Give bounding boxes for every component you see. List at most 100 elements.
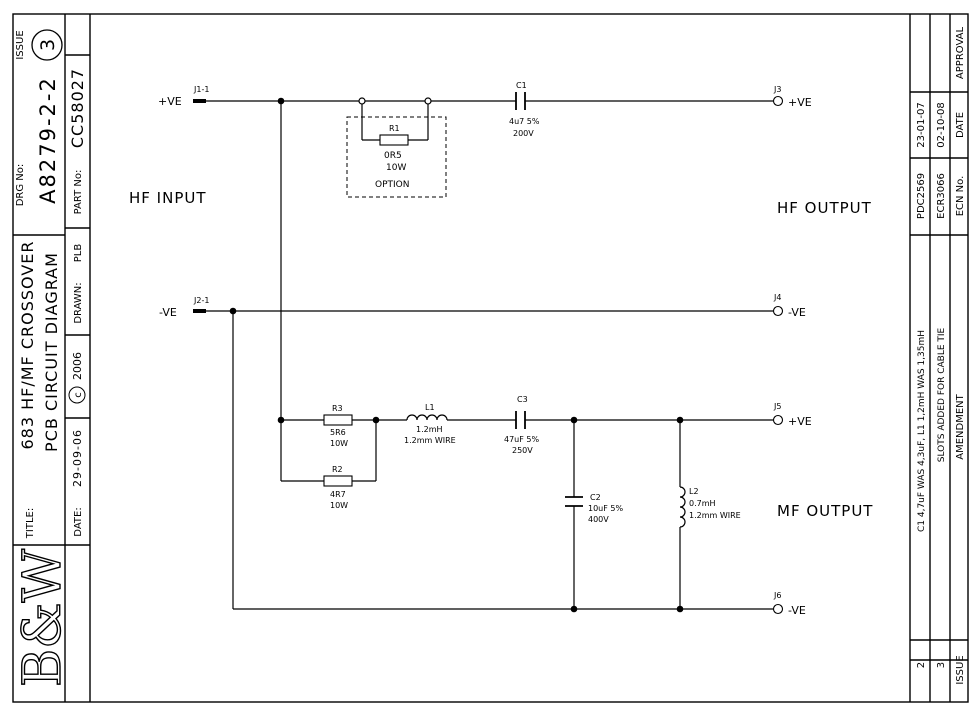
inductor-l1: L1 1.2mH 1.2mm WIRE xyxy=(404,403,456,445)
capacitor-c1-value: 4u7 5% xyxy=(509,117,540,126)
connector-j5-ref: J5 xyxy=(773,402,781,411)
junction-dot xyxy=(372,416,380,424)
rev-header-issue: ISSUE xyxy=(955,655,966,684)
connector-j3-ref: J3 xyxy=(773,85,781,94)
resistor-r3-rating: 10W xyxy=(330,439,348,448)
connector-j3-label: +VE xyxy=(788,96,812,109)
rev-row-2-amendment: SLOTS ADDED FOR CABLE TIE xyxy=(937,327,947,462)
part-number: CC58027 xyxy=(68,68,87,148)
copyright-symbol: c xyxy=(73,392,84,398)
resistor-r2-body xyxy=(323,475,353,487)
connector-j5-terminal xyxy=(772,414,784,426)
capacitor-c3-value: 47uF 5% xyxy=(504,435,539,444)
connector-j4-terminal xyxy=(772,305,784,317)
inductor-l2-value: 0.7mH xyxy=(689,499,716,508)
resistor-r2-rating: 10W xyxy=(330,501,348,510)
drawn-by: PLB xyxy=(73,244,84,263)
capacitor-c2: C2 10uF 5% 400V xyxy=(565,493,623,524)
sheet-border xyxy=(12,13,969,703)
drg-number: A8279-2-2 xyxy=(36,76,60,204)
capacitor-c1-rating: 200V xyxy=(513,129,534,138)
connector-j5: J5 +VE xyxy=(772,402,812,428)
inductor-l1-ref: L1 xyxy=(425,403,435,412)
resistor-r3-ref: R3 xyxy=(332,404,343,413)
part-label: PART No: xyxy=(73,170,84,215)
inductor-l1-note: 1.2mm WIRE xyxy=(404,436,456,445)
copyright-year: 2006 xyxy=(71,352,84,380)
resistor-r2: R2 4R7 10W xyxy=(323,465,353,510)
capacitor-c1: C1 4u7 5% 200V xyxy=(509,81,540,138)
connector-j1-label: +VE xyxy=(158,95,182,108)
connector-j2-pin xyxy=(193,309,206,313)
connector-j4-label: -VE xyxy=(788,306,806,319)
junction-dot xyxy=(676,416,684,424)
rev-row-1-date: 23-01-07 xyxy=(916,102,927,147)
connector-j1: J1-1 +VE xyxy=(158,85,209,108)
issue-circle xyxy=(31,29,63,61)
connector-j6-label: -VE xyxy=(788,604,806,617)
connector-j6-terminal xyxy=(772,603,784,615)
connector-j2: J2-1 -VE xyxy=(159,296,209,319)
junction-dot xyxy=(277,97,285,105)
connector-j3-terminal xyxy=(772,95,784,107)
date-label: DATE: xyxy=(73,507,84,536)
capacitor-c3-rating: 250V xyxy=(512,446,533,455)
title-line-2: PCB CIRCUIT DIAGRAM xyxy=(42,252,61,452)
connector-j4-ref: J4 xyxy=(773,293,781,302)
resistor-r1-value: 0R5 xyxy=(384,151,402,161)
rev-header-amendment: AMENDMENT xyxy=(955,393,966,459)
rev-row-1-amendment: C1 4,7uF WAS 4,3uF, L1 1,2mH WAS 1,35mH xyxy=(917,330,927,532)
inductor-l2-note: 1.2mm WIRE xyxy=(689,511,741,520)
revision-block: APPROVAL DATE ECN No. AMENDMENT ISSUE 23… xyxy=(909,14,968,702)
inductor-l2: L2 0.7mH 1.2mm WIRE xyxy=(679,486,741,528)
junction-dot xyxy=(277,416,285,424)
resistor-r1: R1 0R5 10W OPTION xyxy=(346,116,447,198)
junction-dot xyxy=(570,605,578,613)
title-block: ISSUE 3 DRG No: A8279-2-2 683 HF/MF CROS… xyxy=(12,14,91,702)
rev-row-2-date: 02-10-08 xyxy=(936,102,947,147)
company-logo: B&W xyxy=(13,548,73,687)
rev-header-approval: APPROVAL xyxy=(955,26,966,79)
junction-dot xyxy=(424,97,432,105)
mf-output-label: MF OUTPUT xyxy=(777,502,873,520)
connector-j3: J3 +VE xyxy=(772,85,812,109)
issue-label: ISSUE xyxy=(15,30,26,59)
inductor-l2-ref: L2 xyxy=(689,487,699,496)
resistor-r1-body xyxy=(379,134,409,146)
connector-j6: J6 -VE xyxy=(772,591,806,617)
resistor-r1-ref: R1 xyxy=(389,124,400,133)
capacitor-c3-ref: C3 xyxy=(517,395,528,404)
rev-row-2-ecn: ECR3066 xyxy=(936,173,947,219)
inductor-l1-value: 1.2mH xyxy=(416,425,443,434)
rev-header-ecn: ECN No. xyxy=(955,176,966,217)
capacitor-c2-value: 10uF 5% xyxy=(588,504,623,513)
junctions xyxy=(229,97,684,613)
resistor-r1-rating: 10W xyxy=(386,163,406,173)
copyright-icon xyxy=(68,386,86,404)
issue-number: 3 xyxy=(37,39,59,51)
hf-output-label: HF OUTPUT xyxy=(777,199,872,217)
connector-j2-label: -VE xyxy=(159,306,177,319)
junction-dot xyxy=(570,416,578,424)
rev-row-1-issue: 2 xyxy=(916,662,927,668)
capacitor-c3: C3 47uF 5% 250V xyxy=(504,395,539,455)
inductor-l2-coil xyxy=(679,486,686,528)
capacitor-c1-ref: C1 xyxy=(516,81,527,90)
date-value: 29-09-06 xyxy=(71,429,84,487)
resistor-r2-ref: R2 xyxy=(332,465,343,474)
junction-dot xyxy=(229,307,237,315)
resistor-r1-note: OPTION xyxy=(375,180,409,190)
inductor-l1-coil xyxy=(406,414,448,421)
connector-j1-pin xyxy=(193,99,206,103)
resistor-r2-value: 4R7 xyxy=(330,490,346,499)
resistor-r3-body xyxy=(323,414,353,426)
drawn-label: DRAWN: xyxy=(73,282,84,323)
option-box xyxy=(346,116,447,198)
drg-label: DRG No: xyxy=(15,164,26,207)
junction-dot xyxy=(358,97,366,105)
resistor-r3: R3 5R6 10W xyxy=(323,404,353,448)
connector-j5-label: +VE xyxy=(788,415,812,428)
hf-input-label: HF INPUT xyxy=(129,189,207,207)
